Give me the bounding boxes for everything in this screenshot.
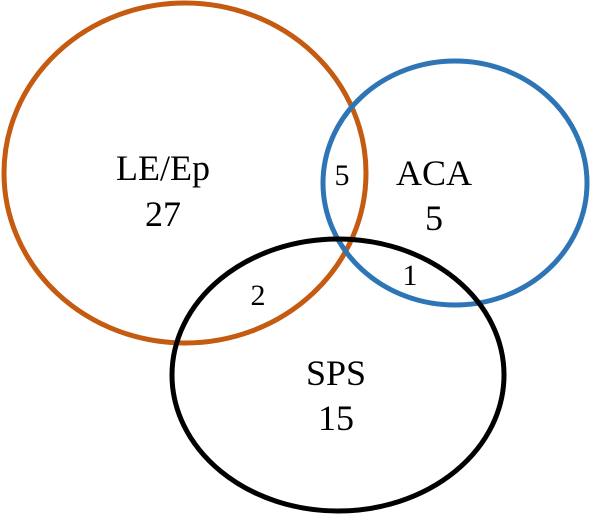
label-le-ep-name: LE/Ep xyxy=(116,148,210,188)
circle-aca xyxy=(320,58,590,308)
circle-sps xyxy=(169,236,507,514)
label-aca-name: ACA xyxy=(396,153,472,193)
label-sps-name: SPS xyxy=(306,353,366,393)
label-overlap-le-sps: 2 xyxy=(251,279,266,312)
circle-le-ep xyxy=(1,0,369,346)
label-le-ep-count: 27 xyxy=(145,194,181,234)
label-sps-count: 15 xyxy=(318,398,354,438)
label-overlap-le-aca: 5 xyxy=(335,159,350,192)
label-overlap-aca-sps: 1 xyxy=(403,259,418,292)
label-aca-count: 5 xyxy=(425,198,443,238)
